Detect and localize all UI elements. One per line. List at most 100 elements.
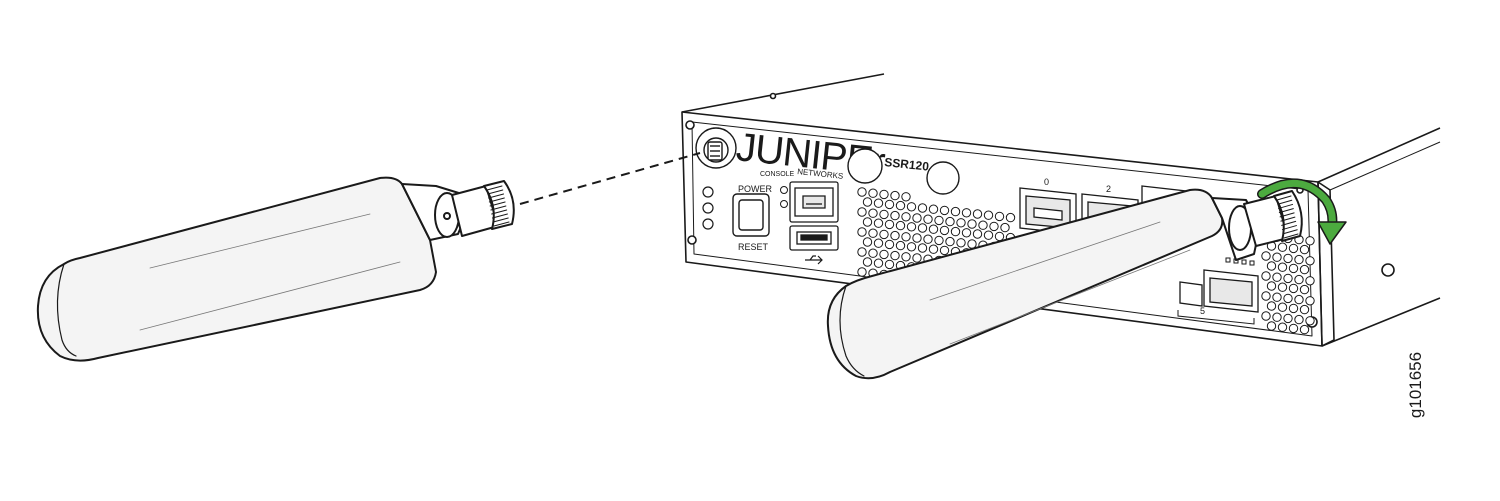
vent-hole — [1305, 236, 1315, 246]
vent-hole — [934, 215, 944, 226]
vent-hole — [895, 240, 906, 251]
vent-hole — [1005, 212, 1016, 223]
nut-ridge — [1280, 216, 1296, 222]
antenna-nut-attached-ridges — [1276, 195, 1299, 239]
vent-hole — [917, 223, 928, 233]
vent-hole — [939, 225, 950, 236]
vent-hole — [912, 213, 922, 223]
nut-ridge — [1281, 225, 1297, 231]
vent-hole — [1277, 302, 1288, 312]
vent-hole — [873, 258, 884, 268]
usb-icon — [805, 255, 823, 265]
vent-hole — [895, 200, 906, 211]
vent-hole — [857, 207, 867, 217]
vent-hole — [873, 198, 884, 208]
sma-connector-left — [695, 127, 737, 169]
vent-hole — [1277, 242, 1288, 252]
antenna-paddle-edge — [56, 263, 77, 357]
nut-ridge — [1276, 195, 1292, 201]
vent-hole — [1261, 271, 1271, 281]
vent-hole — [857, 267, 867, 277]
nut-ridge — [488, 197, 505, 203]
vent-hole — [928, 224, 939, 234]
vent-hole — [873, 238, 884, 248]
vent-hole — [1261, 291, 1271, 301]
nut-ridge — [487, 189, 504, 195]
vent-hole — [862, 217, 873, 227]
vent-hole — [862, 237, 873, 247]
chassis-front-rim — [691, 121, 1313, 337]
led-1 — [702, 186, 714, 198]
antenna-paddle-highlight — [139, 213, 401, 331]
vent-hole — [972, 209, 983, 219]
vent-hole — [868, 208, 878, 218]
port-5-label: 5 — [1200, 306, 1205, 316]
nut-ridge — [491, 213, 508, 219]
antenna-hinge-pin — [443, 212, 451, 220]
vent-hole — [1305, 316, 1315, 326]
ethernet-port-0[interactable] — [1019, 187, 1077, 235]
vent-hole — [961, 208, 972, 218]
antenna-paddle-attached-edge — [839, 285, 865, 377]
vent-hole — [1272, 252, 1282, 262]
vent-hole — [1294, 314, 1304, 325]
power-reset-button[interactable] — [732, 193, 770, 237]
nut-ridge — [1279, 212, 1295, 218]
screw-top-left — [685, 120, 695, 130]
vent-hole — [857, 247, 867, 257]
vent-hole — [1288, 323, 1299, 334]
vent-hole — [1283, 293, 1293, 304]
console-port[interactable] — [789, 181, 839, 223]
vent-hole — [873, 218, 884, 228]
led-3 — [702, 218, 714, 230]
vent-hole — [862, 257, 873, 267]
nut-ridge — [493, 221, 510, 227]
vent-hole — [1266, 321, 1277, 331]
vent-hole — [1266, 301, 1277, 311]
usb-port[interactable] — [789, 225, 839, 251]
chassis-side-ridge — [1329, 141, 1441, 191]
vent-hole — [1272, 272, 1282, 282]
chassis-top-edge — [681, 73, 885, 113]
vent-hole — [1277, 322, 1288, 332]
antenna-paddle-attached-highlight — [929, 221, 1191, 345]
ethernet-port-5[interactable] — [1203, 269, 1259, 313]
vent-hole — [1266, 261, 1277, 271]
ethernet-port-4[interactable] — [1179, 281, 1203, 307]
vent-hole — [928, 204, 939, 214]
alignment-guide — [519, 152, 701, 205]
vent-hole — [1283, 313, 1293, 324]
vent-hole — [983, 230, 994, 240]
vent-hole — [967, 239, 977, 249]
antenna-attached[interactable] — [826, 188, 1303, 380]
vent-hole — [857, 227, 867, 237]
vent-hole — [1305, 296, 1315, 306]
vent-hole — [950, 206, 961, 217]
nut-ridge — [489, 201, 506, 207]
vent-hole — [890, 190, 900, 201]
console-label: CONSOLE — [760, 171, 795, 178]
vent-hole — [868, 228, 878, 238]
vent-hole — [901, 252, 911, 262]
vent-hole — [956, 218, 966, 228]
vent-hole — [1299, 264, 1310, 275]
vent-hole — [967, 219, 977, 229]
vent-hole — [906, 222, 917, 232]
nut-ridge — [1283, 233, 1299, 239]
vent-hole — [945, 236, 955, 247]
vent-hole — [890, 230, 900, 241]
vent-hole — [928, 244, 939, 254]
nut-ridge — [1282, 229, 1298, 235]
vent-hole — [901, 212, 911, 222]
vent-hole — [1288, 283, 1299, 294]
antenna-detached[interactable] — [36, 176, 515, 362]
nut-ridge — [491, 209, 508, 215]
nut-ridge — [488, 193, 505, 199]
chassis-side — [1317, 127, 1441, 347]
vent-hole — [1305, 276, 1315, 286]
vent-hole — [917, 203, 928, 213]
vent-hole — [1299, 284, 1310, 295]
antenna-nut-ridges — [486, 185, 510, 227]
model-label: SSR120 — [884, 155, 930, 174]
